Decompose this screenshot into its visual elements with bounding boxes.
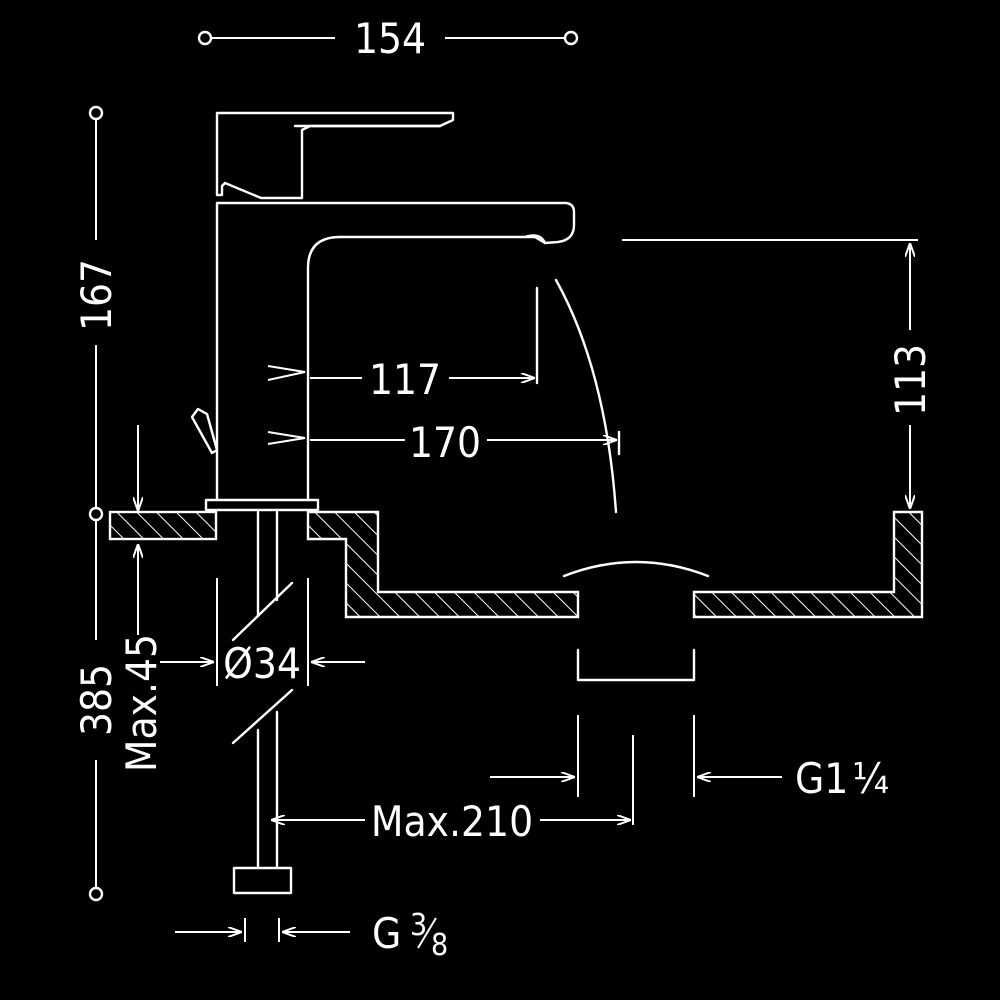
counter-left	[108, 510, 218, 541]
dim-endpoint	[88, 105, 104, 121]
hole-diameter-dimension: Ø34	[160, 578, 365, 688]
waste-body	[576, 648, 696, 682]
break-mark	[231, 688, 294, 745]
hose-max-label: Max.210	[371, 797, 533, 846]
hose-length-dimension: Max.210	[272, 735, 634, 846]
basin-section	[108, 510, 924, 682]
dim-endpoint	[197, 30, 213, 46]
waste-thread-label: G1¼	[795, 754, 889, 803]
faucet-body	[190, 111, 576, 512]
reach-dimensions: 117 170	[267, 355, 616, 467]
spout-projection-label: 170	[409, 418, 481, 467]
supply-fraction-numerator: 3	[410, 908, 427, 943]
width-dimension: 154	[197, 14, 579, 63]
fraction-slash	[417, 917, 437, 949]
break-mark	[231, 581, 294, 642]
supply-pipe	[231, 510, 294, 895]
drain-plug	[562, 560, 710, 578]
height-dimension: 167 385	[72, 105, 121, 902]
dim-start-tick	[267, 431, 306, 445]
hole-diameter-label: Ø34	[223, 639, 301, 688]
water-stream	[554, 278, 618, 514]
supply-thread-label: G	[372, 909, 401, 958]
supply-fraction-denominator: 8	[431, 928, 448, 963]
waste-thread-dimension: G1¼	[490, 715, 889, 803]
spout-height-label: 113	[886, 344, 935, 416]
dim-endpoint	[88, 886, 104, 902]
supply-thread-dimension: G 3 8	[175, 908, 448, 963]
spout	[215, 201, 576, 502]
aerator	[523, 234, 547, 245]
dim-endpoint	[563, 30, 579, 46]
tap-height-label: 167	[72, 259, 121, 331]
deck-max-label: Max.45	[117, 634, 166, 772]
dim-start-tick	[267, 365, 306, 381]
total-height-label: 385	[72, 664, 121, 736]
spout-height-dimension: 113	[622, 239, 935, 508]
popup-rod	[190, 407, 219, 455]
width-label: 154	[354, 14, 426, 63]
deck-thickness-dimension: Max.45	[117, 425, 166, 772]
spout-reach-label: 117	[369, 355, 441, 404]
dim-endpoint	[88, 506, 104, 522]
base-plate	[204, 498, 320, 512]
lever-handle	[215, 111, 455, 200]
supply-connector	[232, 866, 293, 895]
basin-right	[692, 510, 924, 619]
basin-left	[306, 510, 580, 619]
